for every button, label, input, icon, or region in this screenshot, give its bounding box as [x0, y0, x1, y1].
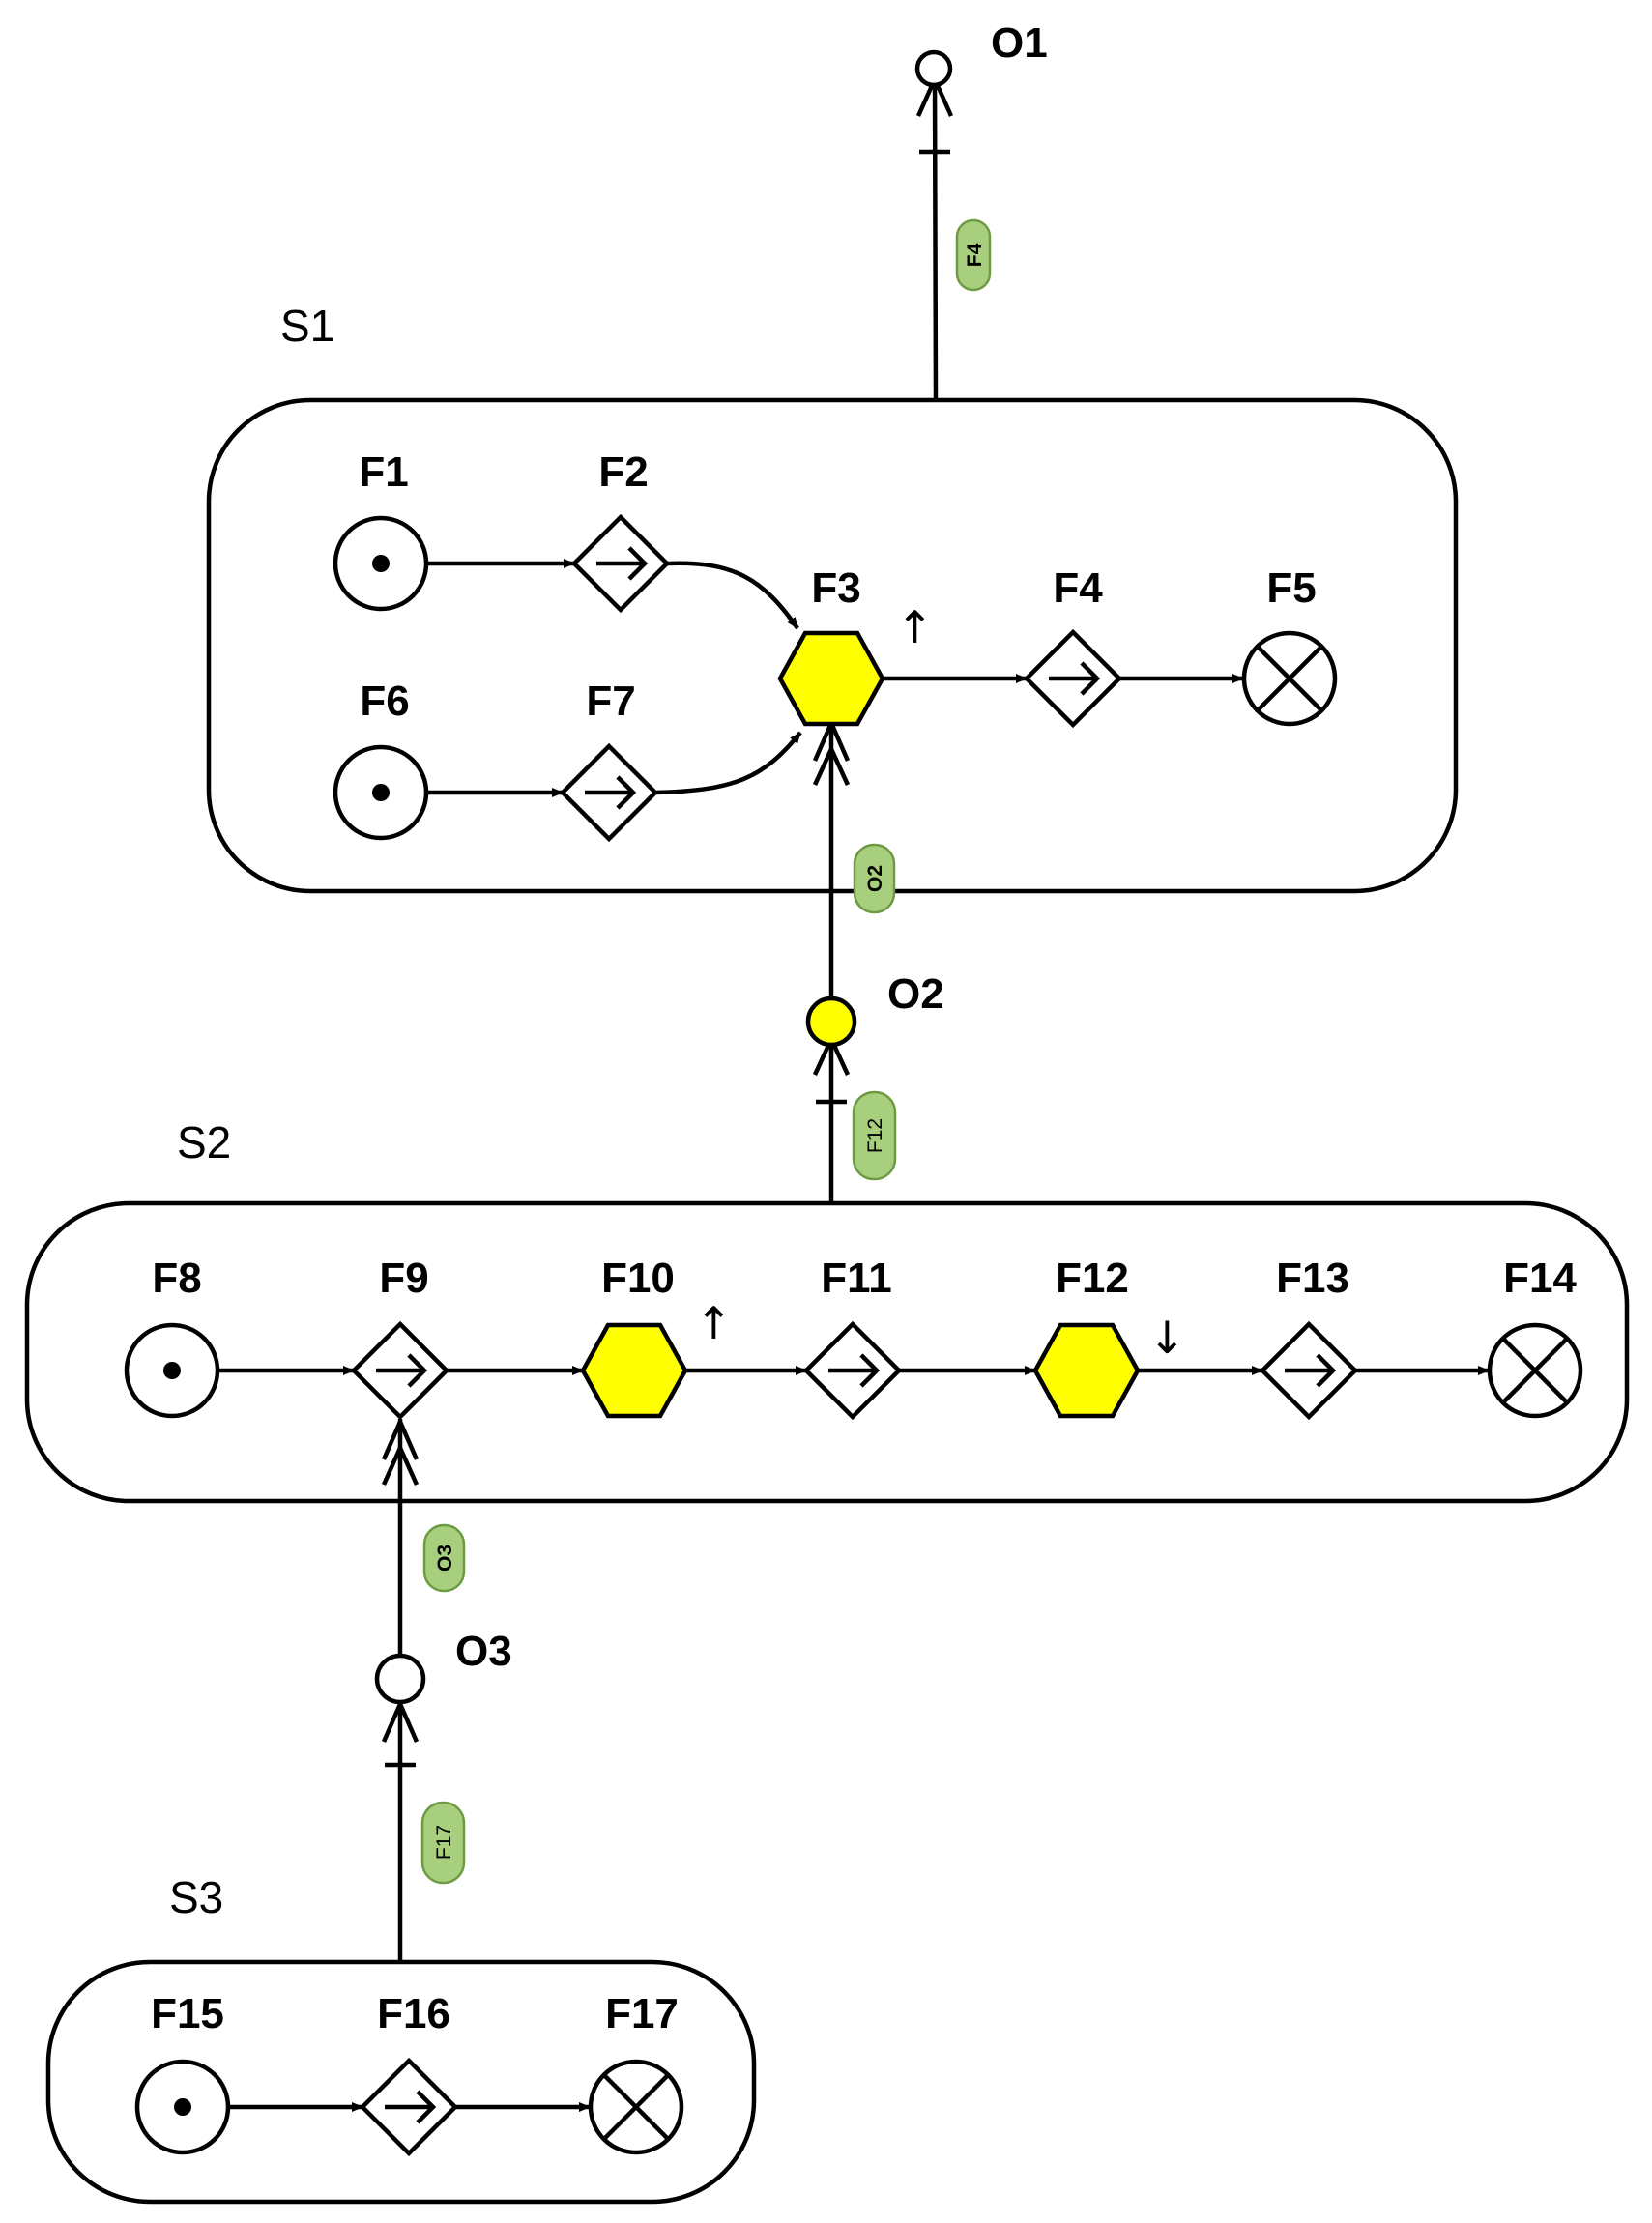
edge-f2-f3[interactable]: [666, 561, 799, 630]
node-f17-end-icon[interactable]: [588, 2059, 684, 2155]
node-f5-label: F5: [1266, 564, 1316, 612]
node-f15-dot: [174, 2098, 191, 2116]
output-o2-icon[interactable]: [805, 996, 857, 1048]
node-f1-dot: [372, 555, 390, 572]
node-f12-label: F12: [1056, 1255, 1129, 1302]
output-label-o1: O1: [991, 19, 1048, 67]
node-f2-gateway-icon[interactable]: [570, 513, 671, 614]
node-f8-dot: [163, 1362, 181, 1379]
tag-f4-text: F4: [964, 243, 986, 267]
node-f11-label: F11: [821, 1255, 891, 1302]
node-f14-label: F14: [1503, 1255, 1577, 1302]
crowfoot-f3-b: [812, 743, 851, 786]
crowfoot-f9-b: [381, 1442, 420, 1486]
tag-o2-text: O2: [864, 865, 886, 892]
tag-o2-badge[interactable]: [853, 843, 896, 914]
node-f3-hexagon-icon[interactable]: [777, 630, 885, 727]
output-label-o2: O2: [887, 970, 944, 1018]
node-f17-label: F17: [605, 1990, 679, 2037]
group-label-s1: S1: [280, 301, 334, 351]
node-f4-gateway-icon[interactable]: [1023, 628, 1123, 729]
node-f12-hexagon-icon[interactable]: [1032, 1322, 1141, 1419]
group-label-s2: S2: [177, 1117, 231, 1168]
node-f2-label: F2: [598, 448, 648, 496]
node-f6-dot: [372, 784, 390, 801]
node-f6-label: F6: [360, 678, 409, 725]
node-f10-hexagon-icon[interactable]: [580, 1322, 688, 1419]
node-f10-direction-arrow: ↑: [695, 1297, 733, 1349]
connector-s1-o1[interactable]: [932, 76, 939, 401]
edge-f7-f3[interactable]: [654, 731, 802, 795]
node-f11-gateway-icon[interactable]: [802, 1320, 903, 1421]
output-label-o3: O3: [455, 1628, 512, 1675]
group-s2-container[interactable]: [24, 1200, 1630, 1504]
tag-f12-badge[interactable]: [852, 1090, 897, 1181]
tag-f17-text: F17: [433, 1825, 455, 1860]
node-f13-gateway-icon[interactable]: [1259, 1320, 1359, 1421]
node-f3-label: F3: [811, 564, 860, 612]
node-f9-label: F9: [379, 1255, 428, 1302]
node-f9-gateway-icon[interactable]: [350, 1320, 450, 1421]
crowfoot-f9-a: [381, 1416, 420, 1460]
node-f5-end-icon[interactable]: [1241, 630, 1338, 727]
output-o1-icon[interactable]: [914, 49, 953, 88]
node-f1-label: F1: [359, 448, 408, 496]
node-f16-gateway-icon[interactable]: [359, 2057, 459, 2157]
tag-o3-text: O3: [434, 1545, 456, 1572]
tag-f17-badge[interactable]: [420, 1801, 466, 1885]
node-f8-label: F8: [152, 1255, 201, 1302]
node-f7-gateway-icon[interactable]: [559, 742, 659, 843]
tag-f12-text: F12: [864, 1118, 886, 1153]
node-f12-direction-arrow: ↓: [1148, 1312, 1186, 1364]
node-f10-label: F10: [601, 1255, 675, 1302]
output-o3-icon[interactable]: [374, 1653, 426, 1705]
tag-f4-badge[interactable]: [955, 218, 992, 292]
node-f13-label: F13: [1276, 1255, 1349, 1302]
node-f7-label: F7: [586, 678, 635, 725]
node-f3-direction-arrow: ↑: [896, 601, 934, 653]
tag-o3-badge[interactable]: [422, 1523, 466, 1593]
node-f4-label: F4: [1053, 564, 1103, 612]
node-f14-end-icon[interactable]: [1487, 1322, 1583, 1419]
group-label-s3: S3: [169, 1872, 223, 1922]
node-f16-label: F16: [377, 1990, 450, 2037]
node-f15-label: F15: [151, 1990, 224, 2037]
